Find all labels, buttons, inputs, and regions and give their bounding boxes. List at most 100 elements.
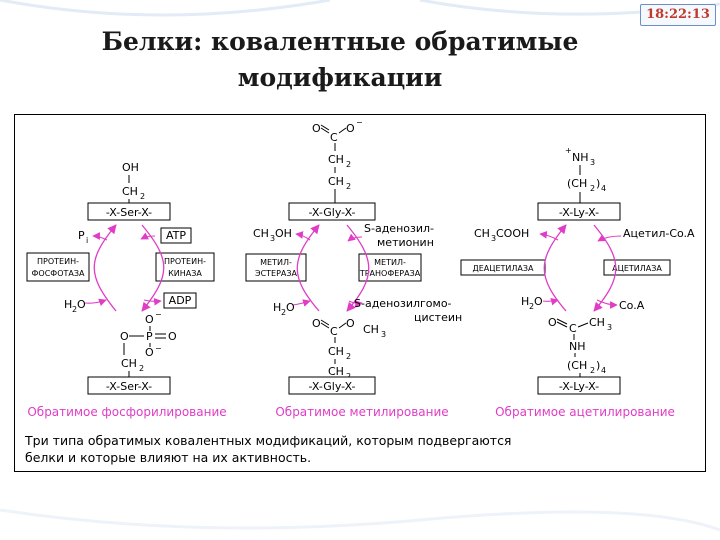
ch2-c-label: CH [328, 345, 344, 358]
ch2n-close: ) [596, 177, 600, 190]
acetyl-coa-input-arrow [597, 234, 622, 242]
ch2-bottom-sub: 2 [139, 364, 144, 373]
ch2-b-label: CH [328, 175, 344, 188]
ch2n-4: 4 [601, 184, 606, 193]
methyl-h2o-2: 2 [281, 308, 286, 317]
acetylase-label: АЦЕТИЛАЗА [612, 264, 662, 273]
ester-ch3: CH [363, 323, 379, 336]
methanol-release-arrow [295, 231, 311, 241]
carboxyl-o-right: O [346, 122, 355, 135]
pi-release-arrow [92, 232, 108, 241]
phosphate-o-bottom: O [145, 346, 154, 359]
coa-release-arrow [596, 299, 618, 309]
acyl-ch3: CH [589, 316, 605, 329]
diagram-frame: OH CH 2 -X-Ser-X- P i ATP ПРОТЕИН- ФОСФО… [14, 114, 706, 472]
adp-release-arrow [143, 297, 162, 306]
chain-ly-top: -X-Ly-X- [559, 206, 599, 219]
ester-c: C [330, 325, 338, 338]
carboxyl-c: C [330, 131, 338, 144]
sam-line2: метионин [377, 236, 434, 249]
carboxyl-o-left: O [312, 122, 321, 135]
acetylation-panel: + NH 3 (CH 2 ) 4 -X-Ly-X- CH 3 COOH Ацет… [460, 146, 695, 419]
acetate-3: 3 [491, 234, 496, 243]
acetate-cooh: COOH [496, 227, 529, 240]
acetate-release-arrow [539, 230, 559, 241]
chain-ser-top: -X-Ser-X- [106, 206, 152, 219]
chain-gly-top: -X-Gly-X- [308, 206, 355, 219]
atp-label: ATP [166, 229, 186, 242]
ch2-b-sub: 2 [346, 182, 351, 191]
phosphate-minus-bottom: − [155, 344, 162, 353]
amide-nh: NH [569, 340, 586, 353]
ch3oh-oh: OH [275, 227, 292, 240]
methyltransferase-line2: ТРАНОФЕРАЗА [359, 269, 421, 278]
phosphate-o-right: O [168, 330, 177, 343]
ch2-top-label: CH [122, 185, 138, 198]
chain-ser-bottom: -X-Ser-X- [106, 380, 152, 393]
h2o-label-o: O [77, 298, 86, 311]
methyl-h2o-input-arrow [292, 299, 311, 307]
methyl-h2o-o: O [286, 301, 295, 314]
ch2-d-label: CH [328, 365, 344, 378]
methylation-panel: O C O − CH 2 CH 2 -X-Gly-X- CH 3 OH S-ад… [245, 118, 462, 419]
deacetylase-label: ДЕАЦЕТИЛАЗА [472, 264, 534, 273]
pi-subscript: i [86, 236, 88, 245]
acetylation-caption: Обратимое ацетилирование [495, 405, 675, 419]
methyltransferase-line1: МЕТИЛ- [374, 258, 406, 267]
ch2n2-2: 2 [590, 366, 595, 375]
title-line-1: Белки: ковалентные обратимые [101, 27, 579, 56]
ch2n2-close: ) [596, 359, 600, 372]
ch2-c-sub: 2 [346, 352, 351, 361]
sam-line1: S-аденозил- [364, 222, 434, 235]
protein-kinase-line2: КИНАЗА [168, 269, 202, 278]
ch2n2-4: 4 [601, 366, 606, 375]
acetyl-h2o-o: O [534, 295, 543, 308]
phosphorylation-panel: OH CH 2 -X-Ser-X- P i ATP ПРОТЕИН- ФОСФО… [26, 161, 227, 419]
protein-kinase-line1: ПРОТЕИН- [164, 257, 206, 266]
title-line-2: модификации [237, 63, 443, 92]
ch3oh-3: 3 [270, 234, 275, 243]
sam-input-arrow [347, 233, 363, 242]
acetyl-coa-label: Ацетил-Co.A [623, 227, 695, 240]
ch3oh-ch: CH [253, 227, 269, 240]
dephosphorylation-arrow [93, 224, 117, 312]
coa-label: Co.A [619, 299, 645, 312]
sah-release-arrow [348, 300, 363, 308]
acyl-c: C [569, 322, 577, 335]
phosphate-o-top: O [145, 313, 154, 326]
description-line-1: Три типа обратимых ковалентных модификац… [24, 433, 511, 448]
adp-label: ADP [169, 294, 192, 307]
chain-ly-bottom: -X-Ly-X- [559, 380, 599, 393]
ammonium-nh: NH [572, 151, 589, 164]
phosphate-p: P [146, 330, 153, 343]
acetyl-h2o-2: 2 [529, 302, 534, 311]
ester-o-left: O [312, 317, 321, 330]
modification-diagram: OH CH 2 -X-Ser-X- P i ATP ПРОТЕИН- ФОСФО… [24, 118, 695, 465]
ch2-a-label: CH [328, 153, 344, 166]
ester-o: O [346, 317, 355, 330]
atp-input-arrow [140, 232, 156, 240]
ch2n2-open: (CH [567, 359, 587, 372]
acetyl-h2o-input-arrow [542, 297, 559, 306]
h2o-label-h: H [64, 298, 72, 311]
oh-label: OH [122, 161, 139, 174]
phosphate-o-left: O [120, 330, 129, 343]
acetyl-h2o-h: H [521, 295, 529, 308]
phosphorylation-caption: Обратимое фосфорилирование [27, 405, 226, 419]
ch2-top-sub: 2 [140, 192, 145, 201]
methylation-caption: Обратимое метилирование [275, 405, 448, 419]
acetate-ch: CH [474, 227, 490, 240]
ammonium-3: 3 [590, 158, 595, 167]
h2o-label-2: 2 [72, 305, 77, 314]
sah-line1: S-аденозилгомо- [354, 297, 452, 310]
methylesterase-line1: МЕТИЛ- [260, 258, 292, 267]
page-title: Белки: ковалентные обратимые модификации [60, 24, 620, 96]
phosphorylation-arrow [141, 224, 165, 312]
protein-phosphatase-line2: ФОСФОТАЗА [32, 269, 85, 278]
ammonium-plus: + [565, 146, 572, 155]
chain-gly-bottom: -X-Gly-X- [308, 380, 355, 393]
ch2-a-sub: 2 [346, 160, 351, 169]
description-line-2: белки и которые влияют на их активность. [25, 450, 311, 465]
acyl-o: O [548, 316, 557, 329]
ch2n-2: 2 [590, 184, 595, 193]
